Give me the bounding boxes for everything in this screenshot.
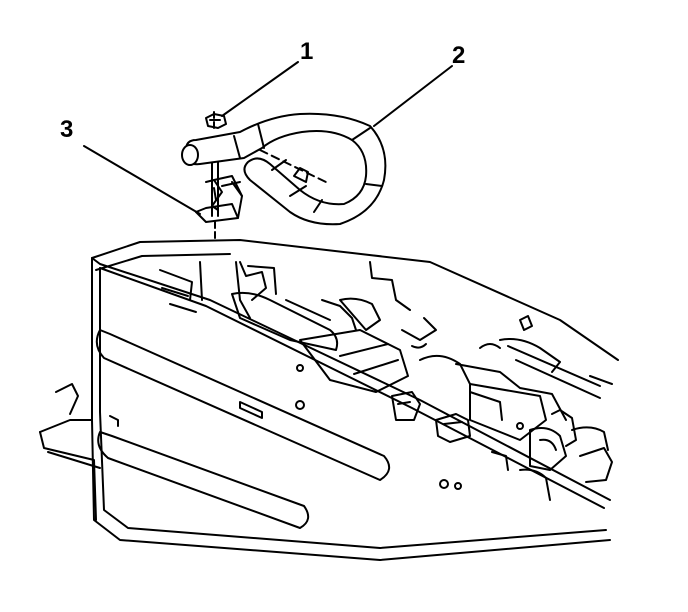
leader-line-2 <box>373 65 453 127</box>
callout-1: 1 <box>300 38 314 65</box>
leader-line-1 <box>221 61 299 117</box>
callout-2: 2 <box>452 42 466 69</box>
leader-line-3 <box>83 145 201 215</box>
leader-lines <box>83 61 453 215</box>
callout-3: 3 <box>60 116 74 143</box>
nut <box>205 113 227 129</box>
hose <box>181 112 387 226</box>
base-assembly <box>39 239 619 561</box>
bracket <box>195 175 243 223</box>
